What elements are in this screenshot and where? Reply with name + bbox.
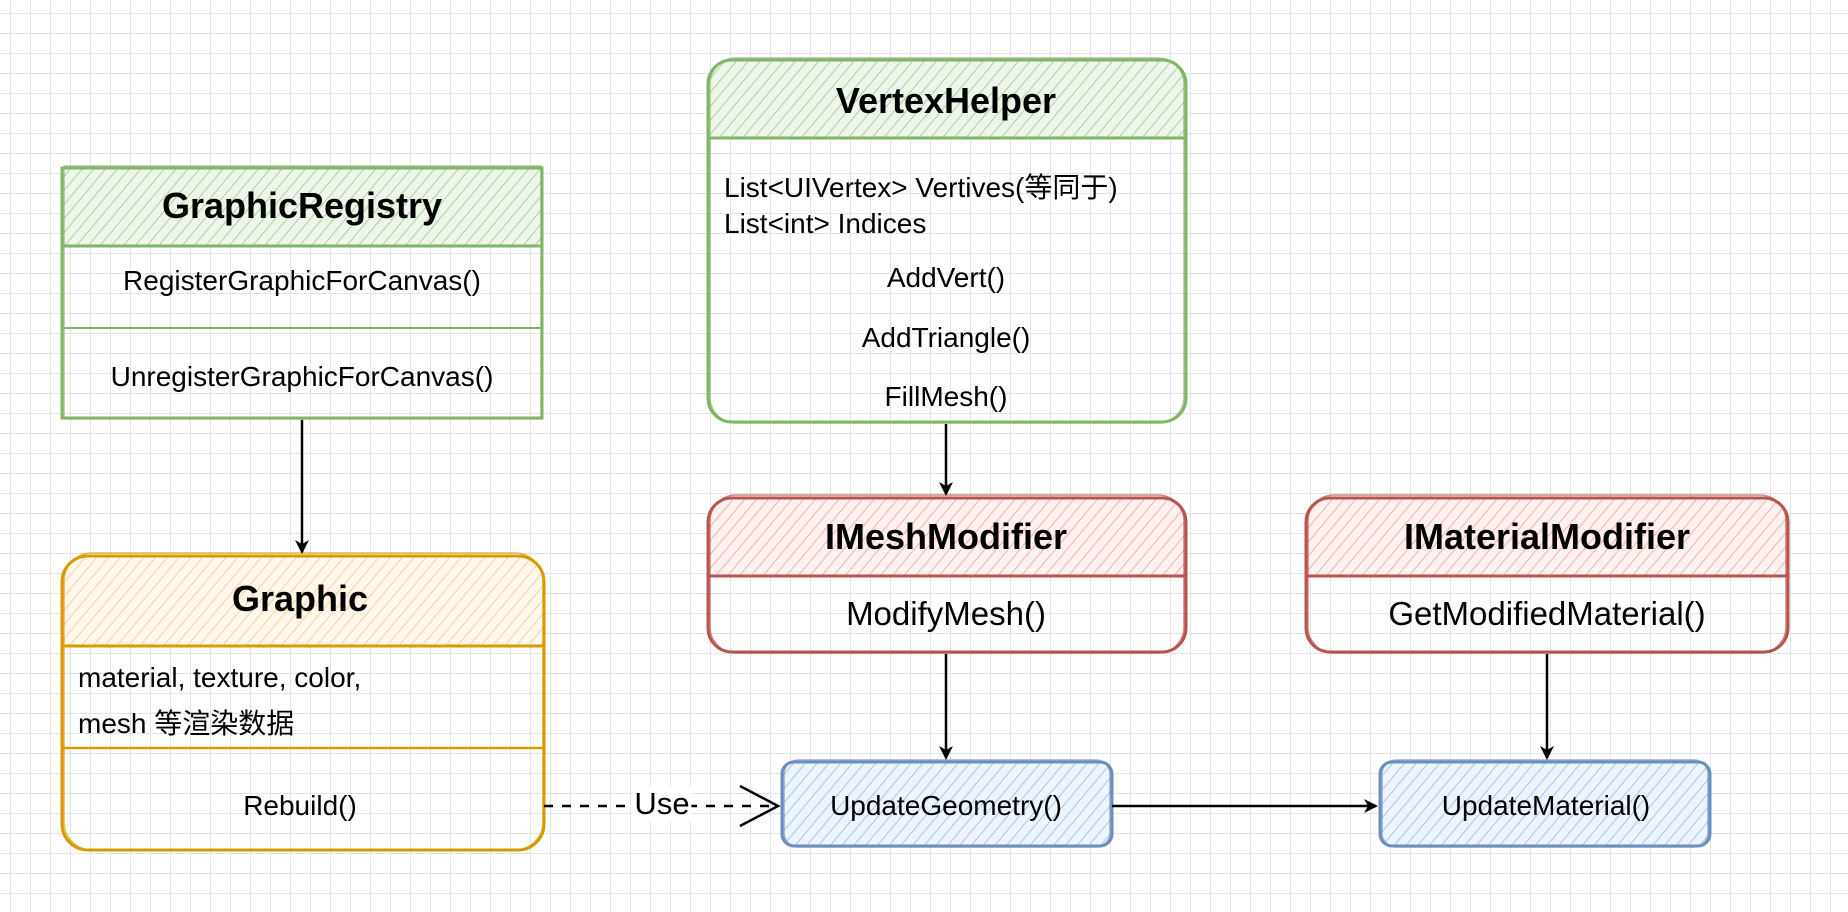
imesh-modifier-class[interactable]	[706, 494, 1188, 654]
imaterial-modifier-header	[1306, 498, 1788, 576]
vertex-helper-class[interactable]	[706, 57, 1188, 424]
graphic-class[interactable]	[60, 552, 546, 852]
imesh-modifier-header	[708, 498, 1186, 576]
graphic-registry-header	[62, 168, 542, 246]
edge-graphic-use-updategeometry	[544, 784, 781, 828]
vertex-helper-header	[708, 60, 1186, 138]
imaterial-modifier-class[interactable]	[1304, 494, 1790, 654]
update-geometry-node[interactable]	[780, 759, 1114, 848]
graphic-registry-class[interactable]	[60, 165, 544, 420]
update-material-node[interactable]	[1378, 759, 1712, 848]
